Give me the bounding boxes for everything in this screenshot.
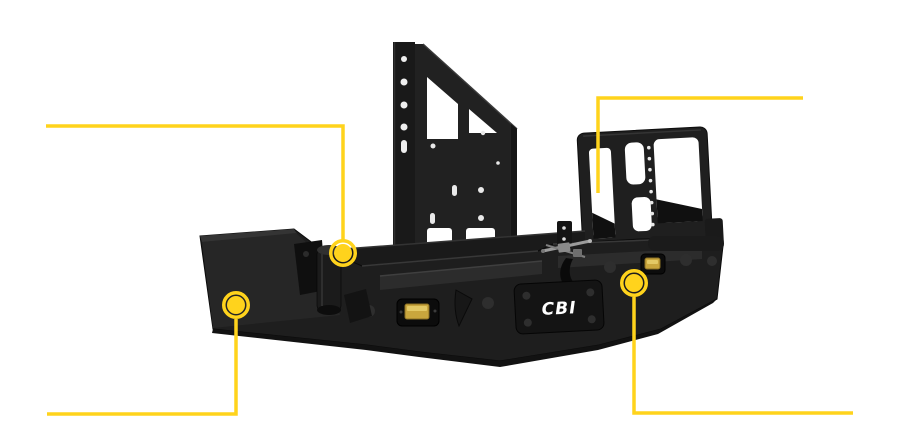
callouts [46,96,853,416]
sensor-dot [707,256,717,266]
plate-slot [452,185,457,196]
rack-frame-top-edge [583,129,701,137]
rack-post [393,42,415,265]
hotspot-dot-icon[interactable] [227,296,245,314]
rack-hole-column [646,145,655,227]
callout-line-left [46,124,345,240]
housing-bolt [399,310,403,314]
post-hole [400,101,408,109]
beam-top-edge [329,230,586,251]
bumper-top-edge [361,250,539,267]
latch-pin [588,239,592,243]
rack-cutout-triangle-large [427,77,458,139]
sensor-dot [604,261,616,273]
sensor-dot [680,254,692,266]
latch-mechanism [541,221,592,289]
latch-hook-handle [560,258,575,289]
plate-hole [480,130,486,136]
post-hole [400,78,408,86]
bracket-hole [562,226,566,230]
logo-text: CBI [541,298,577,320]
latch-block [557,242,571,253]
lens-highlight [647,260,658,264]
recessed-channel-left [380,261,542,290]
pivot-base [317,305,341,315]
hotspot-ring-icon[interactable] [620,269,648,297]
rack-plate-side-shade [511,124,517,263]
pivot-foot [344,289,372,323]
callout-line-top-right [596,96,803,193]
plate-hole [496,161,500,165]
rack-inner-shelf [592,212,616,239]
logo-plate-face [513,279,605,335]
plate-bolt [522,291,531,300]
hotspot-bumper-end-cap[interactable] [222,291,250,319]
rack-window [624,142,646,185]
hinge-bolt [303,251,309,257]
wing-top-bevel [200,229,297,242]
hotspot-ring-icon[interactable] [329,239,357,267]
hotspot-swing-arm-pivot[interactable] [329,239,357,267]
channel-highlight [379,260,543,277]
swing-arm-pivot [294,240,372,323]
plate-hole [430,143,436,149]
hitch-bar [648,236,724,251]
plate-bolt [523,318,532,327]
plate-slot [430,213,435,224]
rack-window [631,196,652,232]
post-hole [400,123,408,131]
tire-carrier-rack [393,42,518,265]
latch-bracket [557,221,572,248]
hotspot-dot-icon[interactable] [625,274,643,292]
logo-plate: CBI [513,279,605,335]
rack-cutout-triangle-small [469,109,497,133]
rack-inner-shelf [656,199,703,224]
led-light-left [396,298,440,327]
sensor-dot [482,297,494,309]
housing-bolt [433,309,437,313]
hotspot-rear-light[interactable] [620,269,648,297]
bumper-bottom-bevel [212,299,717,367]
plate-bolt [586,288,595,297]
hotspot-dot-icon[interactable] [334,244,352,262]
callout-line-bottom-left [47,319,238,416]
callout-line-bottom-right [632,297,853,415]
bracket-hole [562,237,566,241]
recessed-channel-right [558,248,702,268]
latch-block [573,249,582,257]
lens-highlight [407,306,427,311]
post-hole [401,56,407,62]
d-ring-indent [454,289,473,328]
hotspot-ring-icon[interactable] [222,291,250,319]
led-light-right [640,253,666,275]
latch-pin [541,249,545,253]
accessory-rack [576,126,724,252]
plate-hole [478,187,484,193]
post-slot [401,140,407,153]
product-render: CBI [199,42,724,367]
rack-plate-top-edge [422,43,518,130]
plate-bolt [587,315,596,324]
plate-hole [478,215,484,221]
